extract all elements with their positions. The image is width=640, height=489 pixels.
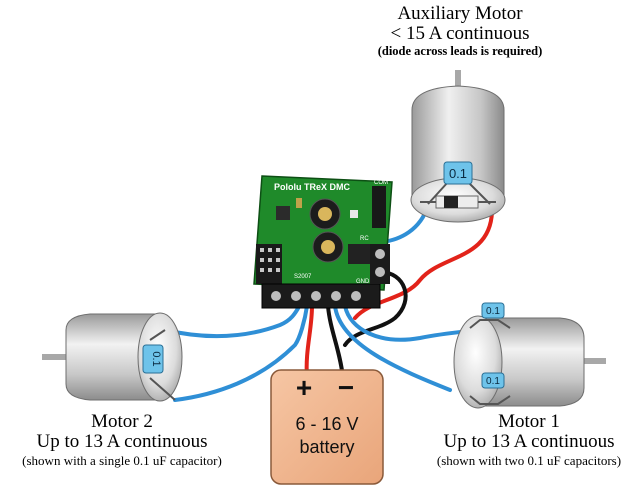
motor1-shaft xyxy=(582,358,606,364)
wires xyxy=(163,204,494,402)
aux-motor-caption: Auxiliary Motor < 15 A continuous (diode… xyxy=(360,4,560,58)
motor2-caption: Motor 2 Up to 13 A continuous (shown wit… xyxy=(0,412,244,468)
motor2-title: Motor 2 xyxy=(91,411,153,432)
aux-motor-shaft xyxy=(455,70,461,92)
diode-band-icon xyxy=(444,196,458,208)
aux-motor-title: Auxiliary Motor xyxy=(397,3,523,24)
aux-motor-rating: < 15 A continuous xyxy=(390,22,530,44)
motor2-blue-wire-a xyxy=(163,303,302,339)
motor1-blue-wire-b xyxy=(333,304,452,392)
board-silk-s2007: S2007 xyxy=(294,274,312,280)
board-silk-com: COM xyxy=(374,180,388,186)
board-silk-rc: RC xyxy=(360,236,369,242)
aux-motor-body xyxy=(411,85,505,197)
board-name-label: Pololu TReX DMC xyxy=(274,182,350,192)
board-silk-gnd: GND xyxy=(356,279,370,285)
motor1-capacitor-b-label: 0.1 xyxy=(486,376,500,387)
motor2: 0.1 xyxy=(42,312,183,402)
motor1-capacitor-b xyxy=(481,372,505,389)
board-black-wire xyxy=(343,270,408,347)
motor2-shaft xyxy=(42,354,66,360)
motor1: 0.1 0.1 xyxy=(453,302,606,409)
motor1-note: (shown with two 0.1 uF capacitors) xyxy=(436,452,622,468)
board-header-right xyxy=(372,186,386,228)
battery: + − 6 - 16 V battery xyxy=(270,369,384,485)
motor1-rating: Up to 13 A continuous xyxy=(443,430,615,452)
trex-controller-board: Pololu TReX DMC COM RC S2007 GND xyxy=(253,175,393,309)
aux-capacitor xyxy=(443,161,473,185)
motor2-capacitor xyxy=(142,344,164,374)
battery-voltage-label: 6 - 16 V xyxy=(295,414,358,434)
battery-red-wire xyxy=(304,304,314,380)
motor1-title: Motor 1 xyxy=(498,411,560,432)
board-chip xyxy=(348,244,370,264)
motor1-capacitor-a-label: 0.1 xyxy=(486,306,500,317)
motor1-body xyxy=(479,317,585,407)
motor2-note: (shown with a single 0.1 uF capacitor) xyxy=(22,452,222,468)
battery-label: battery xyxy=(299,437,354,457)
battery-body xyxy=(270,369,384,485)
auxiliary-motor: 0.1 xyxy=(410,70,506,223)
aux-motor-note: (diode across leads is required) xyxy=(377,43,543,58)
aux-capacitor-label: 0.1 xyxy=(449,166,467,181)
motor1-caption: Motor 1 Up to 13 A continuous (shown wit… xyxy=(418,412,640,468)
battery-black-wire xyxy=(326,304,345,380)
battery-minus-icon: − xyxy=(338,372,354,403)
motor2-capacitor-label: 0.1 xyxy=(150,351,162,366)
battery-plus-icon: + xyxy=(296,372,312,403)
motor2-rating: Up to 13 A continuous xyxy=(36,430,208,452)
motor1-capacitor-a xyxy=(481,302,505,319)
motor2-blue-wire-b xyxy=(173,304,309,402)
motor1-endcap xyxy=(453,315,503,409)
